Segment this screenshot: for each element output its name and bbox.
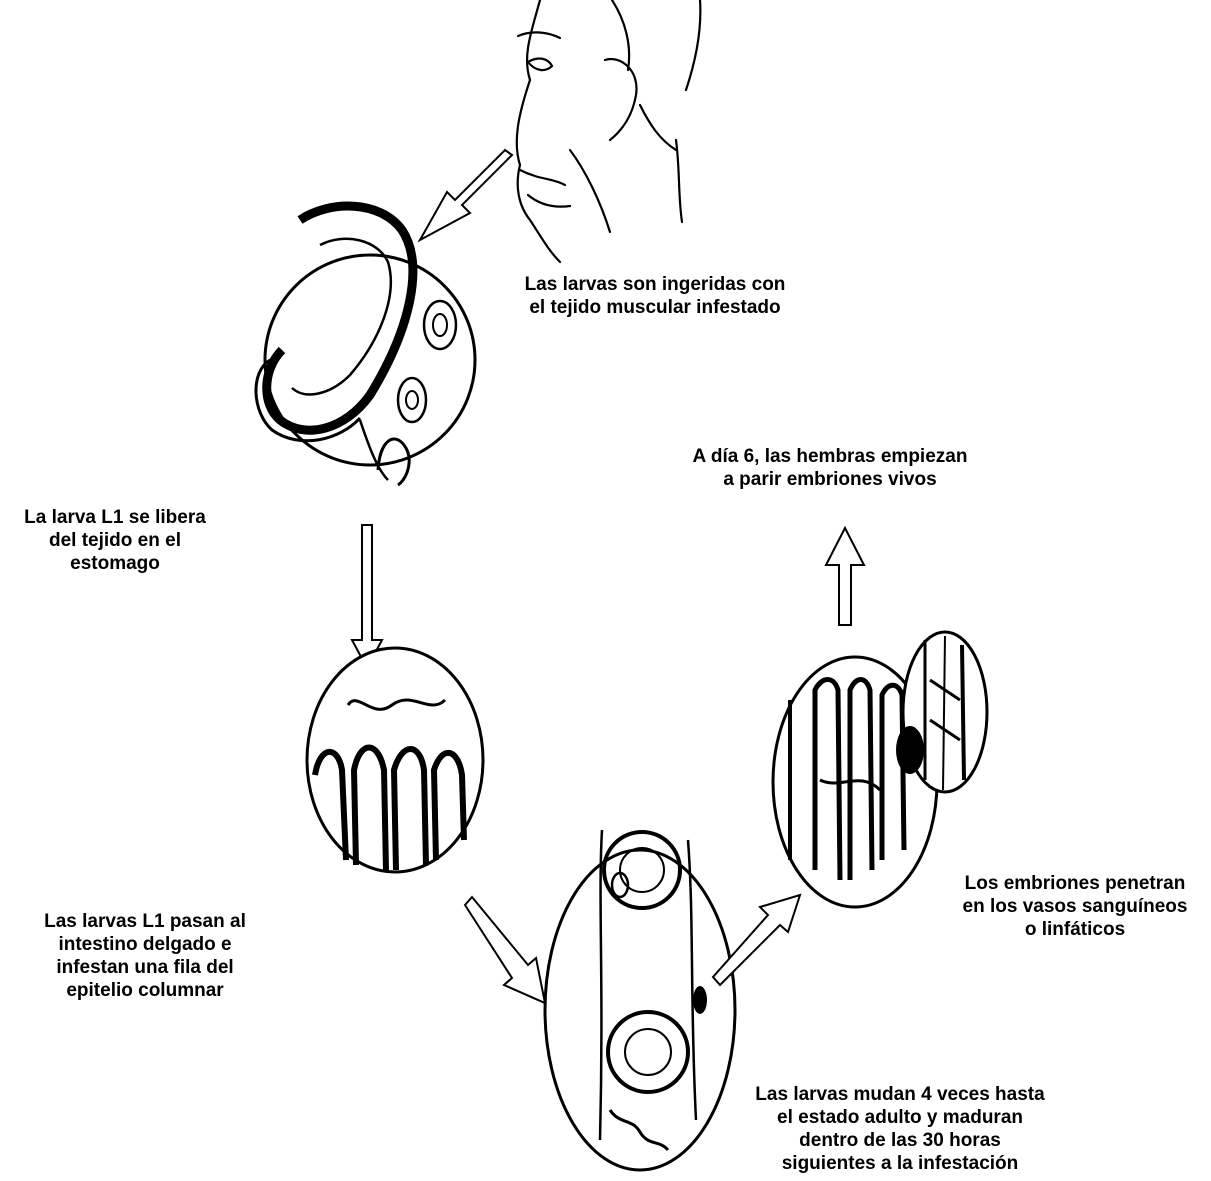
arrow-up: [826, 528, 864, 625]
label-embryos: Los embriones penetran en los vasos sang…: [940, 872, 1210, 941]
label-line: Los embriones penetran: [940, 872, 1210, 895]
label-release: La larva L1 se libera del tejido en el e…: [0, 506, 230, 575]
label-line: infestan una fila del: [20, 956, 270, 979]
label-line: del tejido en el: [0, 529, 230, 552]
label-line: intestino delgado e: [20, 933, 270, 956]
label-line: epitelio columnar: [20, 979, 270, 1002]
arrow-to-molting: [465, 897, 545, 1003]
label-line: el tejido muscular infestado: [490, 296, 820, 319]
label-line: estomago: [0, 552, 230, 575]
label-line: A día 6, las hembras empiezan: [665, 445, 995, 468]
label-birth: A día 6, las hembras empiezan a parir em…: [665, 445, 995, 491]
intestine-circle: [307, 648, 483, 872]
blood-vessel-inset-circle: [896, 632, 987, 792]
label-line: o linfáticos: [940, 918, 1210, 941]
arrow-to-intestine: [352, 525, 382, 668]
label-line: Las larvas L1 pasan al: [20, 910, 270, 933]
label-line: dentro de las 30 horas: [730, 1129, 1070, 1152]
label-line: a parir embriones vivos: [665, 468, 995, 491]
label-line: Las larvas son ingeridas con: [490, 273, 820, 296]
label-line: el estado adulto y maduran: [730, 1106, 1070, 1129]
label-line: Las larvas mudan 4 veces hasta: [730, 1083, 1070, 1106]
human-head-drawing: [517, 0, 701, 262]
label-line: siguientes a la infestación: [730, 1152, 1070, 1175]
molting-circle: [545, 830, 735, 1170]
label-ingestion: Las larvas son ingeridas con el tejido m…: [490, 273, 820, 319]
label-line: en los vasos sanguíneos: [940, 895, 1210, 918]
label-intestine: Las larvas L1 pasan al intestino delgado…: [20, 910, 270, 1002]
label-line: La larva L1 se libera: [0, 506, 230, 529]
label-molting: Las larvas mudan 4 veces hasta el estado…: [730, 1083, 1070, 1175]
stomach-circle: [256, 206, 475, 485]
arrow-to-stomach: [420, 150, 512, 240]
